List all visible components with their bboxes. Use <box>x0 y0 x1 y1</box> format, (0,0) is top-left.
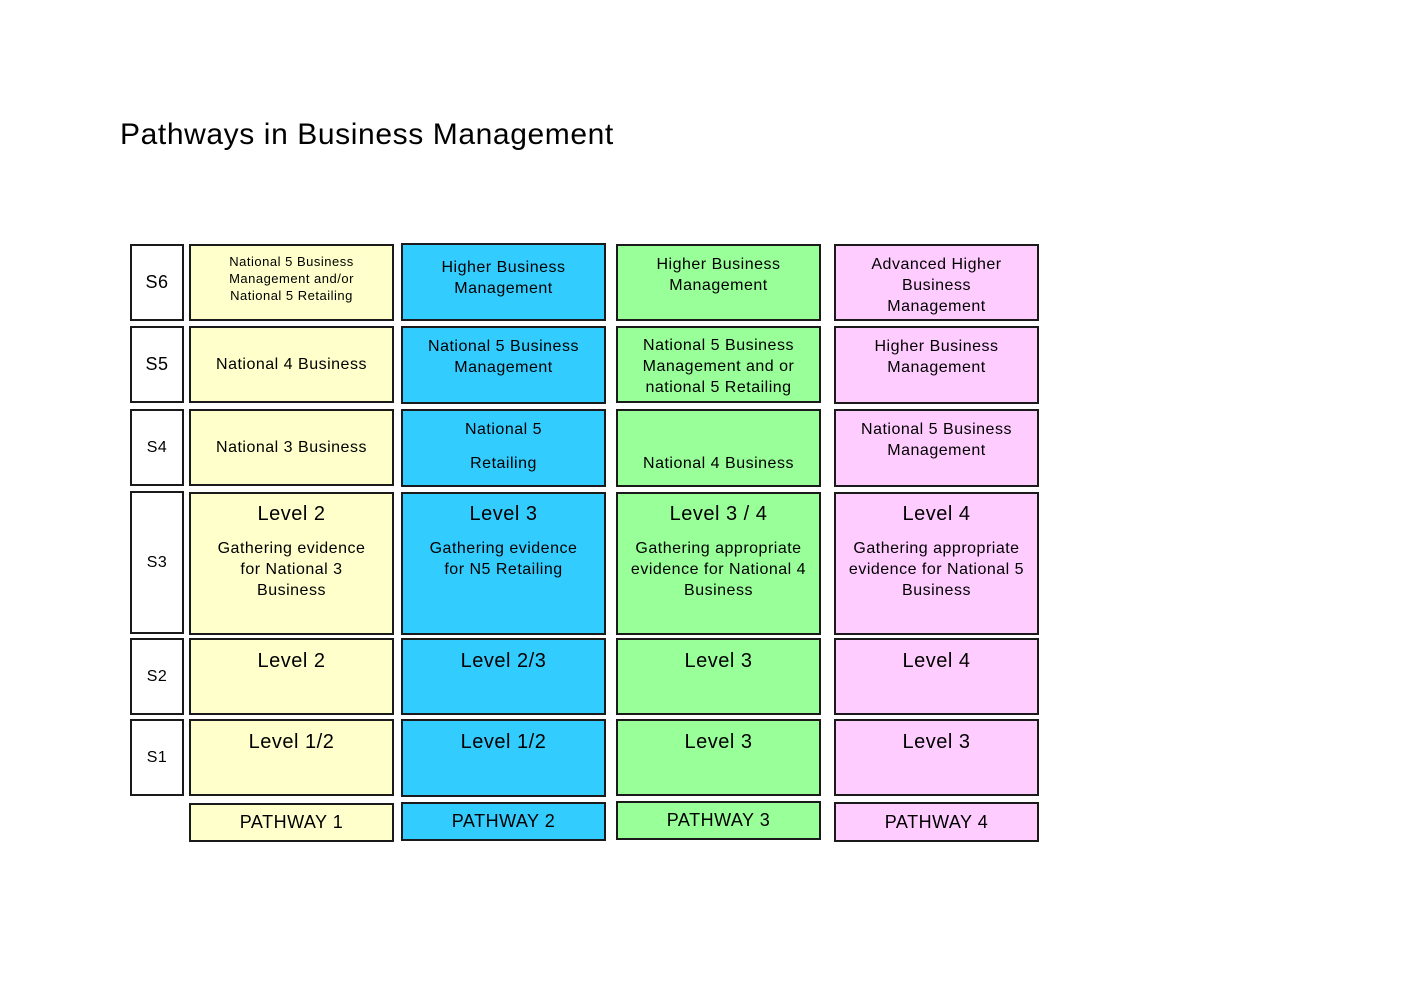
pathway-3-s5-box: National 5 Business Management and or na… <box>616 326 821 403</box>
pathway-1-s6-box: National 5 Business Management and/or Na… <box>189 244 394 321</box>
pathway-3-s6-box: Higher Business Management <box>616 244 821 321</box>
pathway-2-s6-box: Higher Business Management <box>401 243 606 321</box>
pathway-4-s5-box: Higher Business Management <box>834 326 1039 404</box>
pathway-3-s2-box: Level 3 <box>616 638 821 715</box>
pathway-3-label: PATHWAY 3 <box>616 801 821 840</box>
pathway-4-s1-box: Level 3 <box>834 719 1039 796</box>
stage-label-s4: S4 <box>130 409 184 486</box>
pathway-4-label: PATHWAY 4 <box>834 802 1039 842</box>
pathway-3-s1-box: Level 3 <box>616 719 821 796</box>
pathway-4-s3-box: Level 4 Gathering appropriate evidence f… <box>834 492 1039 635</box>
pathway-2-label: PATHWAY 2 <box>401 802 606 841</box>
pathway-3-s3-box: Level 3 / 4 Gathering appropriate eviden… <box>616 492 821 635</box>
pathway-1-label: PATHWAY 1 <box>189 803 394 842</box>
pathway-1-s5-box: National 4 Business <box>189 326 394 403</box>
pathway-2-s3-box: Level 3 Gathering evidence for N5 Retail… <box>401 492 606 635</box>
pathway-2-s3-level: Level 3 <box>469 503 538 525</box>
pathway-1-s1-box: Level 1/2 <box>189 719 394 796</box>
pathway-4-s3-description: Gathering appropriate evidence for Natio… <box>848 540 1025 599</box>
stage-label-s5: S5 <box>130 326 184 403</box>
pathway-3-s3-level: Level 3 / 4 <box>669 503 768 525</box>
pathway-4-s2-box: Level 4 <box>834 638 1039 715</box>
stage-label-s1: S1 <box>130 719 184 796</box>
stage-label-s6: S6 <box>130 244 184 321</box>
pathway-4-s4-box: National 5 Business Management <box>834 409 1039 487</box>
stage-label-s3: S3 <box>130 491 184 634</box>
pathway-3-s3-description: Gathering appropriate evidence for Natio… <box>630 540 807 599</box>
pathway-3-s4-box: National 4 Business <box>616 409 821 487</box>
pathway-2-s5-box: National 5 Business Management <box>401 326 606 404</box>
pathway-4-s6-box: Advanced Higher Business Management <box>834 244 1039 321</box>
pathway-1-s2-box: Level 2 <box>189 638 394 715</box>
pathway-1-s4-box: National 3 Business <box>189 409 394 486</box>
page-title: Pathways in Business Management <box>120 118 614 151</box>
pathway-2-s4-line-2: Retailing <box>470 455 537 472</box>
pathway-2-s3-description: Gathering evidence for N5 Retailing <box>429 540 578 578</box>
pathway-2-s1-box: Level 1/2 <box>401 719 606 797</box>
pathway-2-s4-line-1: National 5 <box>464 421 543 438</box>
pathway-4-s3-level: Level 4 <box>902 503 971 525</box>
stage-label-s2: S2 <box>130 638 184 715</box>
pathway-2-s4-box: National 5 Retailing <box>401 409 606 487</box>
pathway-2-s2-box: Level 2/3 <box>401 638 606 715</box>
pathway-1-s3-description: Gathering evidence for National 3 Busine… <box>217 540 366 599</box>
pathway-1-s3-box: Level 2 Gathering evidence for National … <box>189 492 394 635</box>
pathway-1-s3-level: Level 2 <box>257 503 326 525</box>
